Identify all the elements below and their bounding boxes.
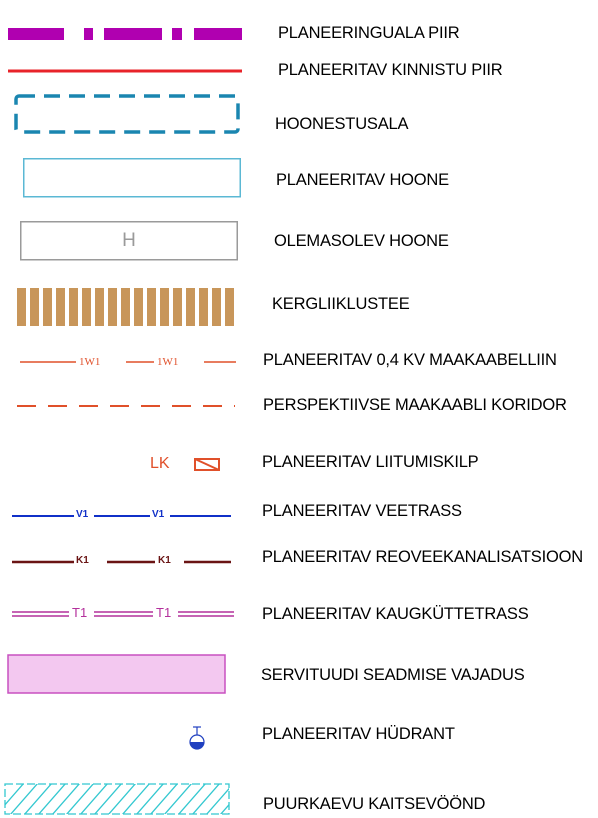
legend-label-servitude-area: SERVITUUDI SEADMISE VAJADUS	[261, 666, 525, 684]
power-cable-code: 1W1	[79, 356, 101, 368]
legend-label-cable-corridor: PERSPEKTIIVSE MAAKAABLI KORIDOR	[263, 396, 567, 414]
legend-label-connection-box: PLANEERITAV LIITUMISKILP	[262, 453, 479, 471]
property-boundary-symbol	[8, 69, 242, 73]
legend-label-building-area: HOONESTUSALA	[275, 115, 409, 133]
legend-label-hydrant: PLANEERITAV HÜDRANT	[262, 725, 455, 743]
power-cable-code: 1W1	[157, 356, 179, 368]
district-heating-code: T1	[72, 605, 88, 620]
hydrant-icon	[188, 726, 206, 752]
legend-label-planning-area-boundary: PLANEERINGUALA PIIR	[278, 24, 460, 42]
legend-label-property-boundary: PLANEERITAV KINNISTU PIIR	[278, 61, 503, 79]
servitude-area-symbol	[7, 654, 226, 694]
district-heating-symbol: T1 T1	[12, 605, 234, 623]
existing-building-symbol: H	[20, 221, 238, 261]
legend-label-district-heating: PLANEERITAV KAUGKÜTTETRASS	[262, 605, 529, 623]
light-traffic-road-symbol	[17, 288, 239, 326]
power-cable-symbol: 1W1 1W1	[20, 355, 236, 369]
planning-area-boundary-symbol	[8, 26, 242, 42]
sewer-line-symbol: K1 K1	[12, 555, 231, 569]
sewer-line-code: K1	[76, 555, 89, 566]
water-line-code: V1	[152, 509, 165, 520]
building-area-symbol	[14, 94, 240, 134]
connection-box-symbol: LK	[150, 455, 222, 475]
legend-label-light-traffic-road: KERGLIIKLUSTEE	[272, 295, 410, 313]
cable-corridor-symbol	[17, 404, 235, 408]
sewer-line-code: K1	[158, 555, 171, 566]
water-line-symbol: V1 V1	[12, 509, 231, 523]
well-protection-zone-symbol	[4, 783, 230, 815]
connection-box-code: LK	[150, 455, 170, 472]
legend-label-planned-building: PLANEERITAV HOONE	[276, 171, 449, 189]
legend-label-power-cable: PLANEERITAV 0,4 KV MAAKAABELLIIN	[263, 351, 557, 369]
existing-building-letter: H	[122, 230, 136, 251]
district-heating-code: T1	[156, 605, 172, 620]
legend-label-existing-building: OLEMASOLEV HOONE	[274, 232, 449, 250]
legend-label-water-line: PLANEERITAV VEETRASS	[262, 502, 462, 520]
legend-label-sewer-line: PLANEERITAV REOVEEKANALISATSIOON	[262, 548, 583, 566]
water-line-code: V1	[76, 509, 89, 520]
legend-label-well-protection-zone: PUURKAEVU KAITSEVÖÖND	[263, 795, 486, 813]
planned-building-symbol	[23, 158, 241, 198]
